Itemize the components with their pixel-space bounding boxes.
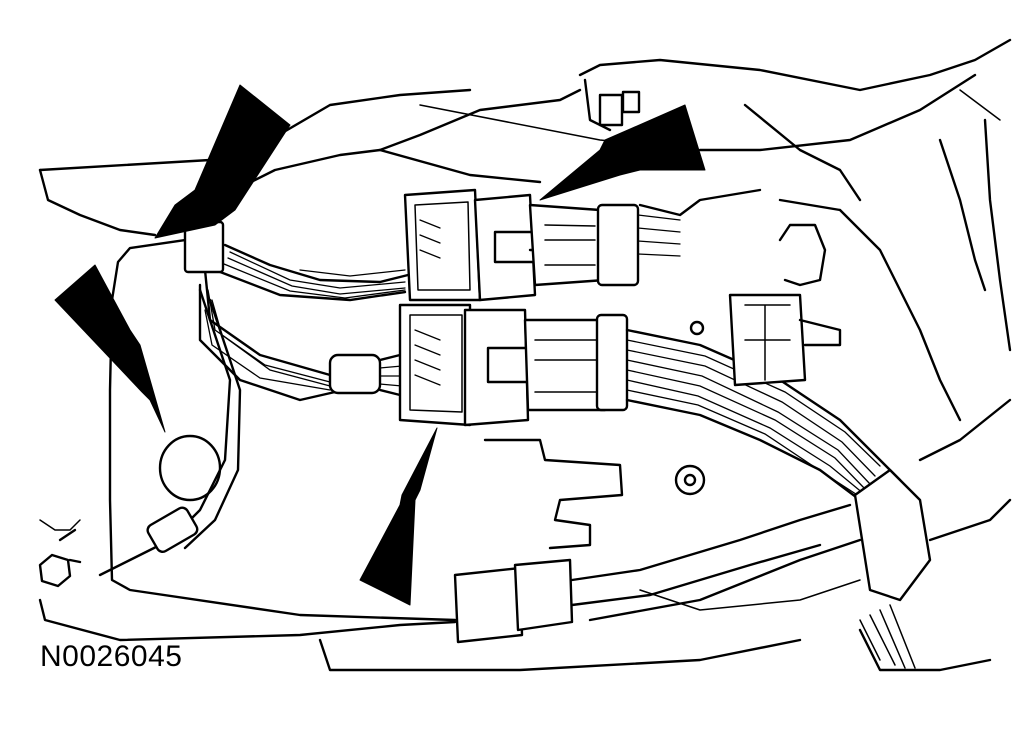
arrow-to-ground-sleeve [154,84,291,239]
clip-bracket [689,223,842,387]
arrow-to-grommet [54,264,166,433]
harness-wire-bundle-upper [213,243,410,302]
mounting-boss [483,438,706,550]
mounting-stud [583,78,641,132]
pointer-arrows [54,84,706,606]
figure-id-label: N0026045 [40,640,183,673]
lower-connector-pair [398,303,629,427]
grommet-hole [158,434,222,502]
body-panel-lines [38,38,1012,672]
hex-bolt [38,528,82,588]
arrow-to-upper-connector [539,104,706,201]
ground-wire [108,238,457,622]
harness-wire-bundle-lower [198,268,403,402]
main-wire-bundle [625,328,932,669]
arrow-to-lower-connector [359,427,438,606]
small-connector [453,503,852,644]
upper-connector-pair [403,188,762,302]
harness-wire-bundle-left-down [98,288,242,577]
